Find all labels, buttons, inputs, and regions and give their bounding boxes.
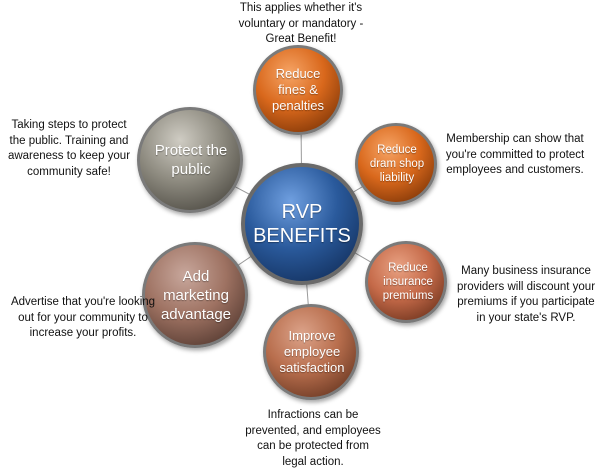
node-improve-employee — [263, 304, 359, 400]
note-reduce-insurance: Many business insurance providers will d… — [456, 265, 596, 324]
note-improve-employee: Infractions can be prevented, and employ… — [245, 409, 381, 468]
node-reduce-dram-shop — [355, 123, 437, 205]
node-add-marketing — [142, 242, 248, 348]
note-protect-public: Taking steps to protect the public. Trai… — [7, 119, 131, 178]
node-center — [241, 163, 363, 285]
note-reduce-dram-shop: Membership can show that you're committe… — [445, 133, 585, 176]
node-reduce-insurance — [365, 241, 447, 323]
node-protect-public — [137, 107, 243, 213]
note-add-marketing: Advertise that you're looking out for yo… — [10, 296, 156, 339]
note-reduce-fines: This applies whether it's voluntary or m… — [238, 2, 364, 45]
node-reduce-fines — [253, 45, 343, 135]
